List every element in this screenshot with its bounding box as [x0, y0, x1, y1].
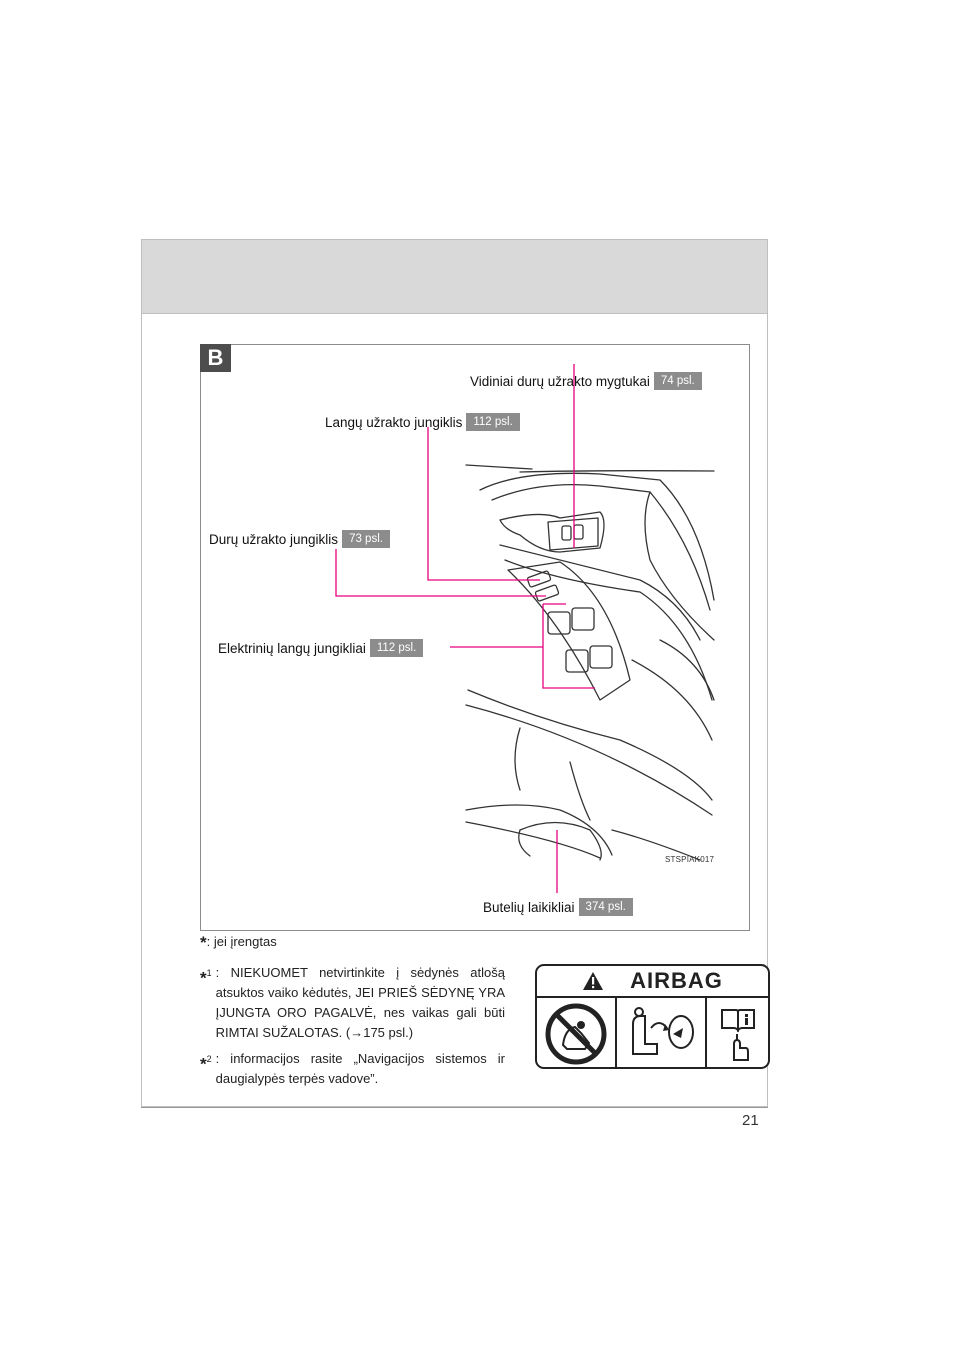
callout-door-lock-buttons: Vidiniai durų užrakto mygtukai 74 psl. [470, 372, 702, 390]
warning-triangle-icon [583, 972, 604, 990]
callout-bottle-holders: Butelių laikikliai 374 psl. [483, 898, 633, 916]
airbag-title: AIRBAG [630, 968, 723, 993]
note-1: *1 : NIEKUOMET netvirtinkite į sėdynės a… [200, 963, 505, 1043]
page-reference-tag[interactable]: 112 psl. [466, 413, 520, 431]
note-2-text: : informacijos rasite „Navigacijos siste… [215, 1051, 505, 1086]
callout-label: Langų užrakto jungiklis [325, 414, 463, 430]
note-1-text: : NIEKUOMET netvirtinkite į sėdynės atlo… [215, 965, 505, 1040]
note-star-text: : jei įrengtas [206, 934, 277, 949]
asterisk-icon: * [200, 968, 207, 988]
airbag-cell-deploy [617, 998, 707, 1067]
page-bottom-rule [141, 1107, 768, 1108]
figure-badge: B [200, 344, 231, 372]
callout-power-window-switches: Elektrinių langų jungikliai 112 psl. [218, 639, 424, 657]
page-reference-tag[interactable]: 374 psl. [578, 898, 633, 916]
page-number: 21 [742, 1112, 759, 1129]
page-reference-tag[interactable]: 74 psl. [653, 372, 702, 390]
header-band [141, 239, 768, 314]
airbag-cell-prohibition [537, 998, 617, 1067]
airbag-deploy-icon [632, 1006, 694, 1055]
figure-code: STSPIAK017 [665, 855, 715, 864]
callout-label: Butelių laikikliai [483, 899, 575, 915]
read-manual-icon [720, 1008, 755, 1061]
airbag-cell-manual [707, 998, 768, 1067]
airbag-warning-label: AIRBAG [535, 964, 770, 1069]
callout-window-lock-switch: Langų užrakto jungiklis 112 psl. [325, 413, 520, 431]
no-rear-facing-child-seat-icon [545, 1003, 607, 1064]
callout-label: Vidiniai durų užrakto mygtukai [470, 373, 650, 389]
asterisk-icon: * [200, 933, 207, 952]
figure-panel [200, 344, 750, 931]
note-2: *2 : informacijos rasite „Navigacijos si… [200, 1049, 505, 1089]
callout-door-lock-switch: Durų užrakto jungiklis 73 psl. [209, 530, 390, 548]
airbag-label-header: AIRBAG [537, 966, 768, 998]
note-if-equipped: *: jei įrengtas [200, 932, 277, 953]
page-reference-tag[interactable]: 112 psl. [369, 639, 424, 657]
page-frame [141, 239, 768, 1107]
note-2-marker: 2 [206, 1054, 212, 1064]
asterisk-icon: * [200, 1054, 207, 1074]
page-reference-tag[interactable]: 73 psl. [342, 530, 390, 548]
callout-label: Elektrinių langų jungikliai [218, 640, 366, 656]
note-1-marker: 1 [206, 968, 212, 978]
callout-label: Durų užrakto jungiklis [209, 531, 339, 547]
